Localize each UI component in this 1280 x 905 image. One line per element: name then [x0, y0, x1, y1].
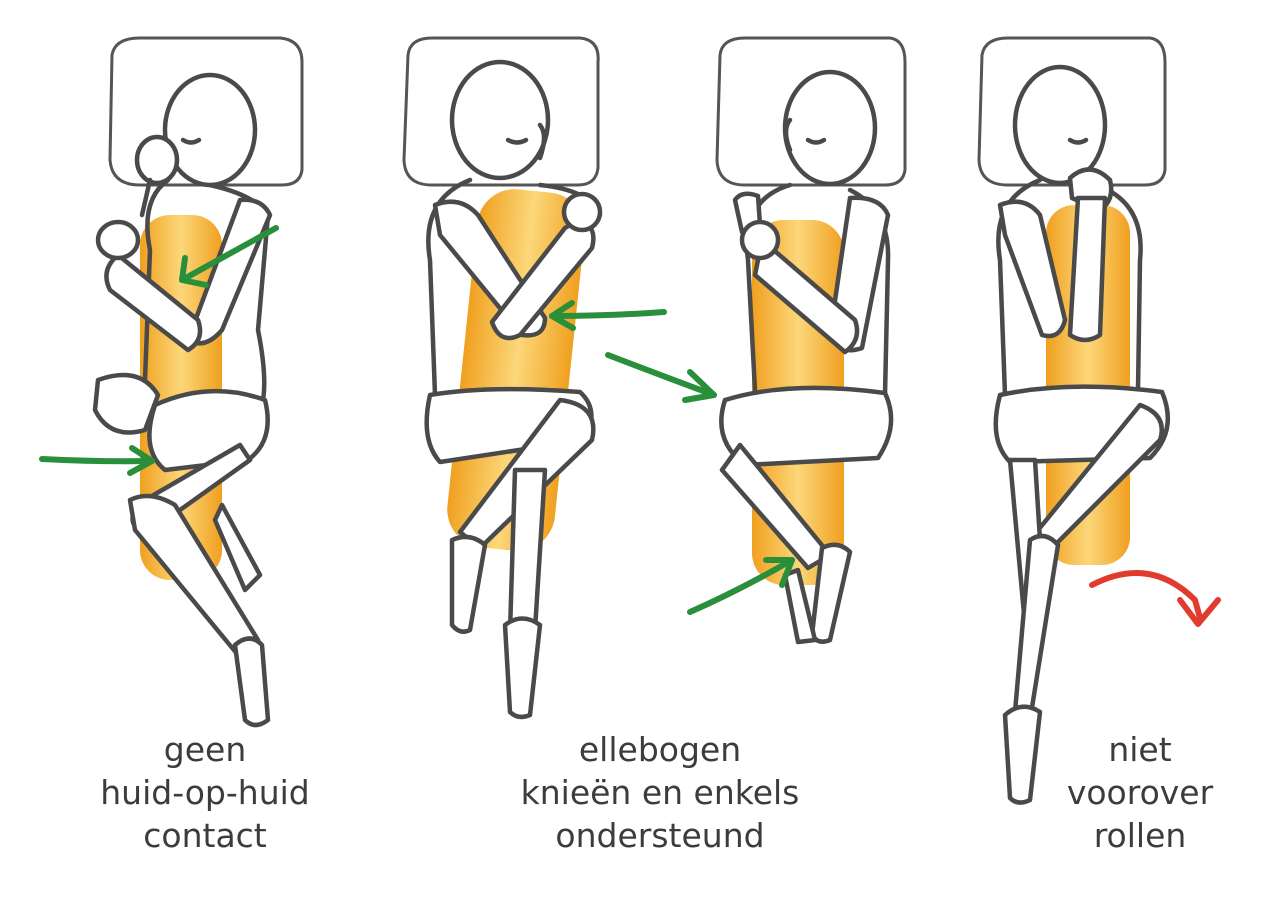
shin: [719, 442, 833, 571]
arrow-knee: [39, 445, 155, 476]
caption-line: niet: [1108, 730, 1172, 769]
caption-supported: ellebogen knieën en enkels ondersteund: [490, 728, 830, 857]
thigh: [719, 385, 894, 468]
head: [782, 69, 878, 187]
back-leg: [449, 534, 488, 634]
caption-line: contact: [143, 816, 267, 855]
forearm: [1067, 195, 1108, 343]
hand: [134, 134, 180, 186]
head: [449, 59, 551, 181]
forearm: [752, 237, 860, 355]
head: [1012, 64, 1108, 186]
ear: [783, 117, 793, 153]
figure-elbows-supported: [402, 36, 717, 720]
fist: [561, 191, 603, 233]
foot: [232, 636, 271, 728]
caption-line: ellebogen: [578, 730, 742, 769]
figure-no-roll-over: [977, 36, 1221, 805]
closed-eye: [1067, 137, 1089, 145]
closed-eye: [805, 137, 827, 145]
caption-line: knieën en enkels: [520, 773, 800, 812]
thigh-back: [92, 372, 161, 435]
arm: [997, 199, 1068, 339]
roll-warning-arrow: [1089, 570, 1221, 627]
forearm: [104, 252, 203, 353]
lower-leg: [507, 467, 548, 635]
closed-eye: [505, 137, 529, 145]
caption-no-roll-over: niet voorover rollen: [1030, 728, 1250, 857]
shin: [1027, 402, 1164, 553]
arrow-ankle: [687, 557, 795, 615]
figure-ankles-supported: [687, 36, 907, 645]
closed-eye: [180, 137, 202, 145]
figure-no-skin-contact: [39, 36, 304, 728]
foot: [1002, 704, 1043, 805]
caption-line: geen: [163, 730, 247, 769]
caption-line: voorover: [1066, 773, 1214, 812]
ear: [537, 122, 547, 161]
arrow-knee: [605, 352, 717, 403]
caption-line: rollen: [1093, 816, 1187, 855]
caption-line: ondersteund: [555, 816, 765, 855]
foot: [502, 616, 543, 720]
caption-no-skin-contact: geen huid-op-huid contact: [60, 728, 350, 857]
caption-line: huid-op-huid: [100, 773, 310, 812]
arrow-elbow: [179, 225, 279, 288]
head: [162, 72, 258, 188]
fist: [95, 219, 141, 261]
arrow-elbow: [549, 300, 667, 331]
back-leg: [212, 502, 263, 593]
fist: [739, 219, 781, 261]
